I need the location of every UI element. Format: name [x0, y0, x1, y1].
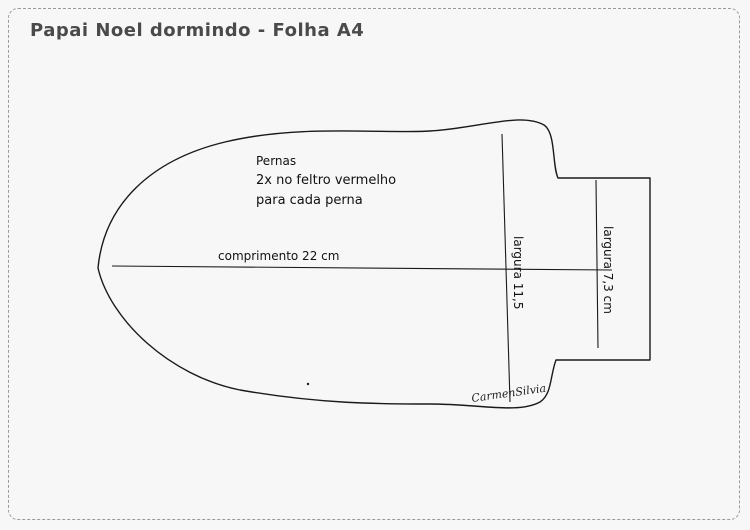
length-label: comprimento 22 cm [218, 249, 339, 263]
piece-name: Pernas [256, 154, 296, 168]
width-main-line [501, 133, 511, 403]
width-tab-line [595, 179, 599, 349]
pattern-outline [97, 119, 651, 409]
instruction-line-1: 2x no feltro vermelho [256, 173, 396, 188]
instruction-line-2: para cada perna [256, 193, 363, 208]
signature: CarmenSilvia [471, 382, 547, 405]
marker-dot [306, 382, 310, 386]
length-line [111, 265, 613, 271]
dashed-border [8, 8, 740, 520]
page-title: Papai Noel dormindo - Folha A4 [30, 20, 365, 41]
width-tab-label: largura 7,3 cm [601, 226, 615, 314]
width-main-label: largura 11,5 [511, 236, 525, 309]
